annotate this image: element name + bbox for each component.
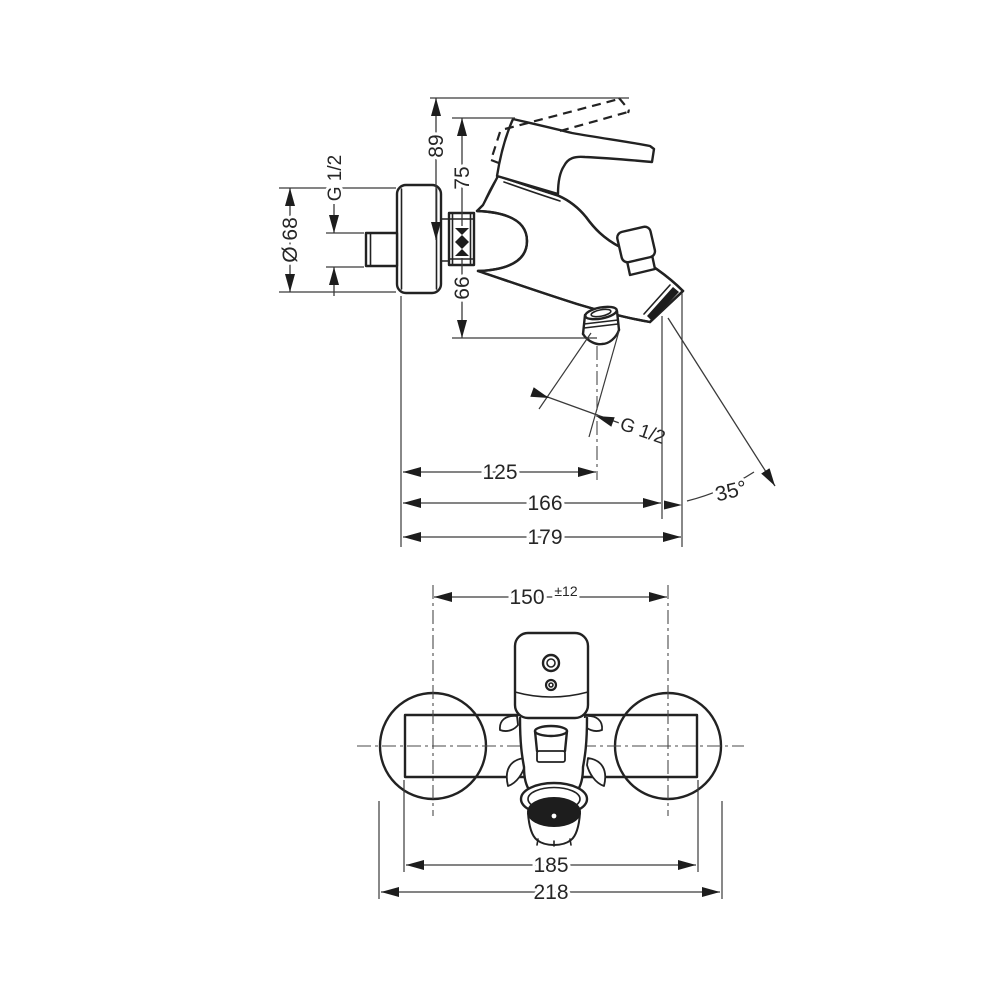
s-union-connector <box>440 211 476 267</box>
dim-g12-wall-label: G 1/2 <box>325 155 346 201</box>
housing-dot-large <box>541 653 561 673</box>
dim-flange-diameter: Ø 68 <box>276 187 396 293</box>
housing-dot-large-inner <box>546 658 556 668</box>
dim-89-label: 89 <box>425 134 448 157</box>
dim-spout-angle: 35° <box>664 317 776 510</box>
shower-outlet <box>581 305 621 346</box>
dim-166-label: 166 <box>527 492 562 515</box>
housing-dot-small-inner <box>548 682 554 688</box>
dim-depth-shower: 125 <box>403 346 598 487</box>
dim-68-label: Ø 68 <box>279 217 302 263</box>
cartridge-housing <box>513 631 590 720</box>
dim-75-label: 75 <box>451 166 474 189</box>
dim-wall-thread: G 1/2 <box>322 152 364 296</box>
side-view: 89 75 66 Ø 68 <box>276 97 776 552</box>
dim-height-overall: 89 <box>422 97 629 240</box>
dim-depth-overall: 179 <box>403 293 683 552</box>
dim-150-label: 150 <box>509 586 544 609</box>
dim-218-label: 218 <box>533 881 568 904</box>
dim-height-to-outlet: 66 <box>448 258 597 339</box>
dim-height-to-handle: 75 <box>448 117 515 226</box>
spout-aerator-face <box>643 284 679 321</box>
diverter-front <box>533 724 569 763</box>
handle-raised-dashed <box>489 97 631 167</box>
dim-depth-aerator: 166 <box>403 316 663 519</box>
dim-overall-width: 218 <box>378 801 723 907</box>
wall-nipple <box>364 231 399 268</box>
aerator-front <box>519 781 589 847</box>
dim-body-width: 185 <box>403 780 699 880</box>
wall-flange <box>395 183 443 295</box>
dim-185-label: 185 <box>533 854 568 877</box>
aerator-center-dot <box>551 813 557 819</box>
dim-66-label: 66 <box>451 276 474 299</box>
housing-dot-small <box>544 678 558 692</box>
diverter-knob <box>616 225 657 277</box>
dim-179-label: 179 <box>527 526 562 549</box>
handle-lever <box>495 117 656 196</box>
front-view: 150 ±12 185 218 <box>357 581 744 907</box>
dim-150-tolerance-label: ±12 <box>554 583 577 599</box>
dim-g12-shower-label: G 1/2 <box>617 414 668 449</box>
aerator-face <box>527 797 581 827</box>
dim-35-label: 35° <box>713 476 749 506</box>
pipe-axis-arrows <box>455 228 469 256</box>
dim-center-distance: 150 ±12 <box>434 581 667 612</box>
dim-125-label: 125 <box>482 461 517 484</box>
dim-shower-thread: G 1/2 <box>530 330 671 452</box>
